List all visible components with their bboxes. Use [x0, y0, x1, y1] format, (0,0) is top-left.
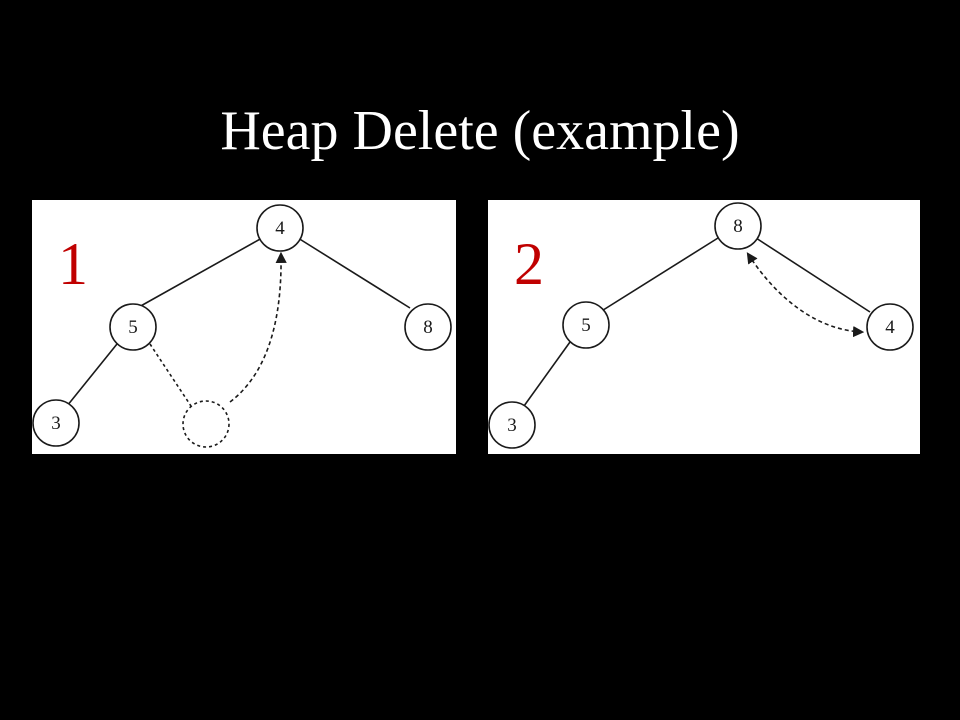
node-label: 8	[423, 317, 433, 338]
step-label: 2	[514, 231, 544, 297]
node-label: 5	[128, 317, 138, 338]
node-label: 4	[275, 218, 285, 239]
heap-node-left-child: 5	[562, 301, 610, 349]
node-label: 3	[507, 415, 517, 436]
heap-node-left-left-child: 3	[32, 399, 80, 447]
edge-5-3	[523, 341, 571, 407]
move-arrow-dashed	[229, 251, 287, 403]
edge-5-empty-dashed	[149, 343, 192, 407]
node-label: 5	[581, 315, 591, 336]
edge-4-8	[297, 237, 411, 309]
heap-node-left-child: 5	[109, 303, 157, 351]
heap-node-left-left-child: 3	[488, 401, 536, 449]
heap-node-root: 4	[256, 204, 304, 252]
node-label: 3	[51, 413, 61, 434]
heap-node-right-child: 4	[866, 303, 914, 351]
step-label: 1	[58, 231, 88, 297]
edge-5-3	[66, 343, 118, 407]
edge-8-4	[755, 237, 871, 313]
node-label: 4	[885, 317, 895, 338]
diagram-panel-2: 8 5 4 3 2	[488, 200, 920, 454]
heap-node-right-child: 8	[404, 303, 452, 351]
heap-node-root: 8	[714, 202, 762, 250]
edge-8-5	[599, 237, 719, 313]
edge-4-5	[129, 237, 263, 313]
swap-arrow-dashed	[746, 252, 865, 338]
heap-tree-step-1: 4 5 8 3 1	[32, 204, 452, 448]
heap-tree-step-2: 8 5 4 3 2	[488, 202, 914, 449]
slide-title: Heap Delete (example)	[220, 100, 740, 162]
heap-node-vacated-slot	[182, 400, 230, 448]
node-label: 8	[733, 216, 743, 237]
diagram-panel-1: 4 5 8 3 1	[32, 200, 456, 454]
